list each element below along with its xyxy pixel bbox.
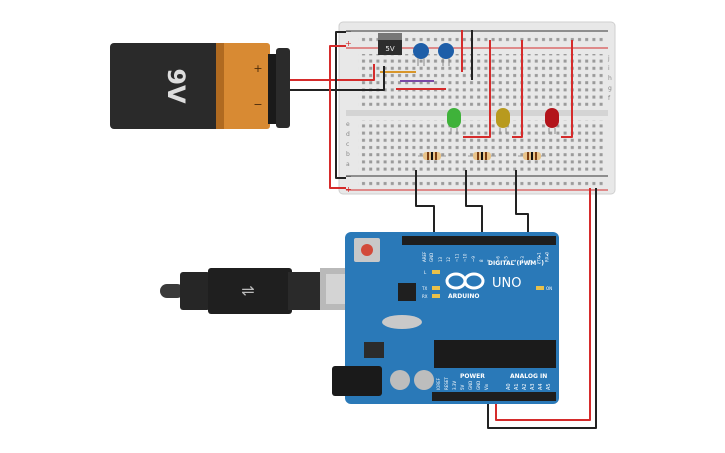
led-red[interactable]	[545, 108, 559, 134]
usb-cable[interactable]: ⇌	[160, 268, 376, 314]
wires[interactable]	[290, 30, 597, 429]
row-letter: h	[608, 75, 612, 82]
row-letter: g	[608, 85, 612, 92]
led-yellow-wire[interactable]	[512, 40, 523, 138]
power-pin-label: 5V	[460, 384, 465, 390]
voltage-regulator[interactable]: 5V	[378, 33, 402, 55]
analog-pin-label: A3	[530, 383, 536, 390]
power-jack	[332, 366, 382, 396]
capacitor-1[interactable]	[413, 43, 429, 66]
arduino-model: UNO	[492, 276, 521, 291]
signal-wire-pin10[interactable]	[465, 170, 483, 240]
power-pin-label: GND	[476, 381, 481, 390]
battery-voltage-label: 9V	[162, 68, 190, 104]
digital-pin-label: 4	[512, 259, 517, 262]
digital-header-label: DIGITAL (PWM~)	[488, 260, 544, 267]
row-letter: i	[608, 65, 610, 72]
analog-pin-label: A0	[506, 383, 512, 390]
resistor-3[interactable]	[518, 152, 546, 160]
power-pin-label: Vin	[484, 383, 489, 390]
digital-pin-label: ~11	[454, 253, 459, 262]
digital-pin-label: TX▸1	[536, 252, 541, 263]
resistor-2[interactable]	[468, 152, 496, 160]
power-pin-label: GND	[468, 381, 473, 390]
power-header-label: POWER	[460, 373, 485, 380]
power-pin-label: IOREF	[436, 377, 441, 390]
regulator-label: 5V	[385, 45, 394, 53]
digital-pin-label: ~6	[495, 256, 500, 262]
signal-wire-pin7[interactable]	[515, 170, 529, 240]
battery-negative-wire[interactable]	[290, 66, 385, 91]
row-letter: f	[608, 95, 611, 102]
led-on-label: ON	[546, 286, 552, 291]
digital-pin-label: 13	[438, 256, 443, 262]
usb-icon: ⇌	[241, 281, 254, 300]
analog-pin-label: A2	[522, 383, 528, 390]
row-letter: b	[346, 151, 350, 158]
analog-pin-label: A1	[514, 383, 520, 390]
rail-minus-bottom: −	[345, 172, 352, 181]
digital-pin-label: ~5	[504, 256, 509, 262]
aref-label: AREF	[422, 251, 427, 262]
arduino-5v-wire[interactable]	[487, 188, 597, 429]
digital-pin-label: ~10	[463, 253, 468, 262]
led-green-wire[interactable]	[463, 40, 491, 138]
resistor-1[interactable]	[418, 152, 446, 160]
battery-9v[interactable]: 9V + −	[110, 43, 290, 129]
rail-link-ground-left[interactable]	[335, 31, 346, 179]
jumper-wires-short[interactable]	[380, 71, 446, 90]
arduino-logo-icon	[445, 272, 485, 290]
row-letter: c	[346, 141, 349, 148]
led-rx-label: RX	[422, 294, 428, 299]
signal-wire-pin13[interactable]	[415, 170, 435, 240]
led-red-wire[interactable]	[561, 40, 573, 138]
capacitor-2[interactable]	[438, 43, 454, 66]
power-pin-label: 3.3V	[452, 381, 457, 390]
battery-minus-label: −	[253, 98, 262, 111]
power-pin-label: RESET	[444, 377, 449, 390]
led-l-label: L	[424, 270, 427, 275]
digital-pin-label: ~9	[471, 256, 476, 262]
rail-plus-bottom: +	[345, 185, 352, 194]
row-letter: d	[346, 131, 350, 138]
row-letter: a	[346, 161, 350, 168]
arduino-gnd-wire[interactable]	[495, 188, 591, 421]
gnd-label: GND	[429, 253, 434, 262]
analog-pin-label: A4	[538, 383, 544, 390]
led-green[interactable]	[447, 108, 461, 134]
digital-pin-label: 2	[528, 259, 533, 262]
row-letter: j	[607, 55, 610, 62]
digital-pin-label: 7	[487, 259, 492, 262]
digital-pin-label: RX◂0	[545, 251, 550, 262]
analog-header-label: ANALOG IN	[510, 373, 547, 380]
rail-link-power-left[interactable]	[329, 45, 346, 189]
arduino-brand: ARDUINO	[448, 293, 479, 300]
reset-button[interactable]	[361, 244, 373, 256]
led-tx-label: TX	[421, 286, 427, 291]
digital-pin-label: 12	[446, 256, 451, 262]
battery-plus-label: +	[253, 62, 262, 75]
microcontroller-chip	[434, 340, 556, 368]
analog-pin-label: A5	[546, 383, 552, 390]
arduino-board[interactable]: UNO ARDUINO DIGITAL (PWM~) POWER ANALOG …	[332, 232, 559, 404]
digital-pin-label: ~3	[520, 256, 525, 262]
digital-pin-label: 8	[479, 259, 484, 262]
rail-minus-top: −	[345, 27, 352, 36]
led-yellow[interactable]	[496, 108, 510, 134]
row-letter: e	[346, 121, 350, 128]
battery-positive-wire[interactable]	[290, 64, 375, 81]
rail-plus-top: +	[345, 39, 352, 48]
